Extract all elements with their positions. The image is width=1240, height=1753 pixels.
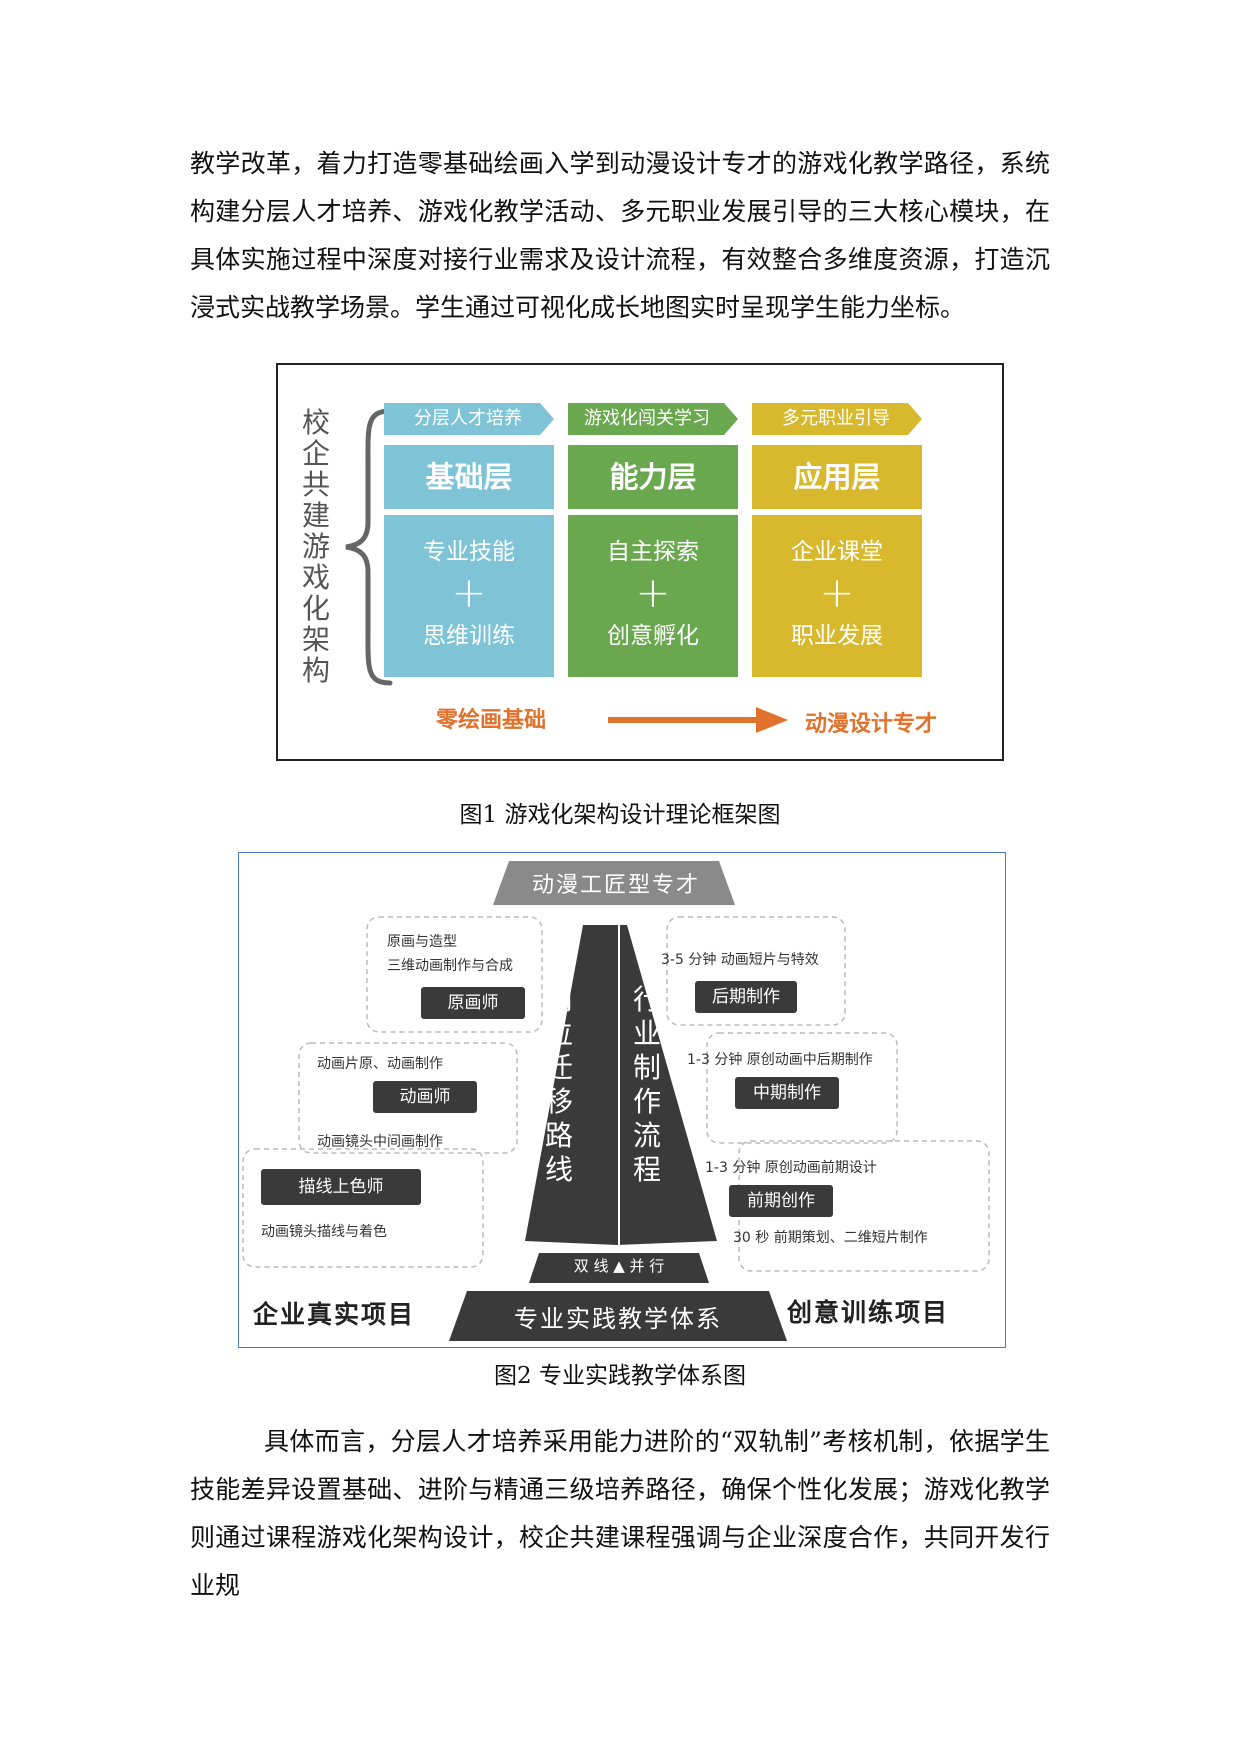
figure-1-gamified-architecture: 校 企 共 建 游 戏 化 架 构 分层人才培养 基础层 专业技能 + 思维训练… <box>276 363 1004 761</box>
side-title-char: 构 <box>301 654 330 687</box>
bottom-right-label: 创意训练项目 <box>787 1298 950 1327</box>
role-box: 中期制作 <box>735 1077 839 1109</box>
layer-title: 能力层 <box>568 445 738 509</box>
path-char: 岗 <box>544 983 573 1016</box>
column-ability: 游戏化闯关学习 能力层 自主探索 + 创意孵化 <box>568 403 738 677</box>
side-title-char: 化 <box>301 592 330 625</box>
role-box: 描线上色师 <box>261 1169 421 1205</box>
tab-label: 多元职业引导 <box>782 408 890 429</box>
group-line: 3-5 分钟 动画短片与特效 <box>661 952 819 968</box>
path-char: 迁 <box>544 1051 573 1084</box>
path-char: 流 <box>632 1119 661 1152</box>
group-line: 动画片原、动画制作 <box>317 1056 443 1072</box>
left-path-label: 岗 位 迁 移 路 线 <box>541 983 577 1187</box>
path-char: 移 <box>544 1085 573 1118</box>
tab-label: 分层人才培养 <box>414 408 522 429</box>
group-line: 动画镜头描线与着色 <box>261 1224 387 1240</box>
plus-icon: + <box>635 568 671 617</box>
path-char: 业 <box>632 1017 661 1050</box>
path-char: 路 <box>544 1119 573 1152</box>
group-line: 原画与造型 <box>387 934 457 950</box>
figure-2-practice-teaching-system: 动漫工匠型专才 岗 位 迁 移 路 线 行 业 制 作 流 程 原画与造型 三维… <box>238 852 1006 1348</box>
plus-icon: + <box>451 568 487 617</box>
column-application: 多元职业引导 应用层 企业课堂 + 职业发展 <box>752 403 922 677</box>
layer-content: 自主探索 + 创意孵化 <box>568 515 738 677</box>
layer-content: 企业课堂 + 职业发展 <box>752 515 922 677</box>
path-char: 行 <box>632 983 661 1016</box>
content-line-2: 思维训练 <box>423 623 515 649</box>
group-line: 30 秒 前期策划、二维短片制作 <box>733 1230 928 1246</box>
group-line: 三维动画制作与合成 <box>387 958 513 974</box>
paragraph-2: 具体而言，分层人才培养采用能力进阶的“双轨制”考核机制，依据学生技能差异设置基础… <box>190 1427 1050 1600</box>
tab-layered-training: 分层人才培养 <box>384 403 554 435</box>
path-char: 作 <box>632 1085 661 1118</box>
figure-2-graphics <box>242 861 990 1341</box>
curly-brace-icon <box>345 408 393 686</box>
content-line-1: 企业课堂 <box>791 539 883 565</box>
paragraph-1: 教学改革，着力打造零基础绘画入学到动漫设计专才的游戏化教学路径，系统构建分层人才… <box>190 149 1050 322</box>
content-line-1: 自主探索 <box>607 539 699 565</box>
column-foundation: 分层人才培养 基础层 专业技能 + 思维训练 <box>384 403 554 677</box>
path-char: 制 <box>632 1051 661 1084</box>
side-title-char: 戏 <box>301 561 330 594</box>
bottom-left-label: 企业真实项目 <box>253 1300 416 1329</box>
side-title-char: 企 <box>301 437 330 470</box>
figure-2-caption: 图2 专业实践教学体系图 <box>494 1363 746 1389</box>
progress-arrow-icon <box>608 707 788 733</box>
right-path-label: 行 业 制 作 流 程 <box>629 983 665 1187</box>
tab-gamified-learning: 游戏化闯关学习 <box>568 403 738 435</box>
role-box: 动画师 <box>373 1081 477 1113</box>
tab-label: 游戏化闯关学习 <box>584 408 710 429</box>
path-char: 线 <box>544 1153 573 1186</box>
parallel-label: 双 线 ▲ 并 行 <box>573 1257 665 1275</box>
content-line-2: 职业发展 <box>791 623 883 649</box>
group-line: 1-3 分钟 原创动画前期设计 <box>705 1160 877 1176</box>
base-label: 专业实践教学体系 <box>514 1305 722 1333</box>
side-title-char: 共 <box>301 468 330 501</box>
content-line-2: 创意孵化 <box>607 623 699 649</box>
group-line: 1-3 分钟 原创动画中后期制作 <box>687 1052 873 1068</box>
layer-content: 专业技能 + 思维训练 <box>384 515 554 677</box>
side-title: 校 企 共 建 游 戏 化 架 构 <box>296 407 336 686</box>
path-char: 位 <box>544 1017 573 1050</box>
top-title: 动漫工匠型专才 <box>531 873 700 898</box>
start-label: 零绘画基础 <box>436 708 547 733</box>
path-char: 程 <box>632 1153 661 1186</box>
side-title-char: 建 <box>301 499 330 532</box>
role-box: 原画师 <box>421 987 525 1019</box>
group-line: 动画镜头中间画制作 <box>317 1134 443 1150</box>
plus-icon: + <box>819 568 855 617</box>
layer-title: 应用层 <box>752 445 922 509</box>
role-box: 后期制作 <box>695 981 797 1013</box>
layer-title: 基础层 <box>384 445 554 509</box>
end-label: 动漫设计专才 <box>805 712 938 737</box>
side-title-char: 校 <box>301 406 330 439</box>
tab-career-guidance: 多元职业引导 <box>752 403 922 435</box>
role-box: 前期创作 <box>729 1185 833 1217</box>
side-title-char: 游 <box>301 530 330 563</box>
figure-1-caption: 图1 游戏化架构设计理论框架图 <box>459 802 781 828</box>
content-line-1: 专业技能 <box>423 539 515 565</box>
side-title-char: 架 <box>301 623 330 656</box>
